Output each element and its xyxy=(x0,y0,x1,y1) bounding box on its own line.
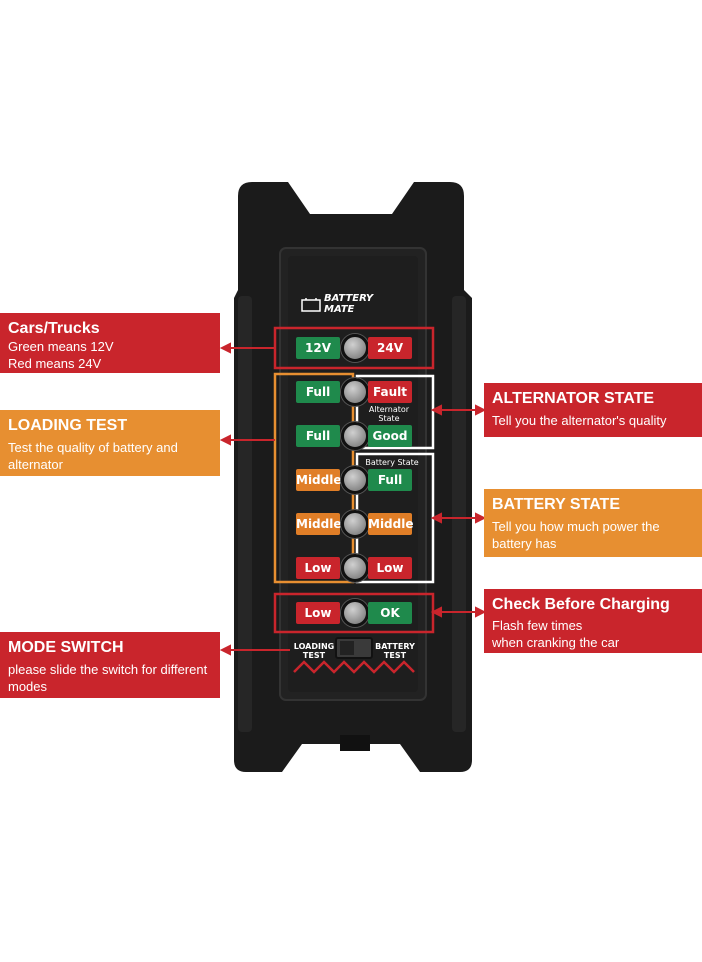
left-grip xyxy=(238,296,252,732)
led-row-2 xyxy=(341,422,369,450)
callout-loading-test: LOADING TEST Test the quality of battery… xyxy=(0,410,220,476)
led-full-label-1: Full xyxy=(296,381,340,403)
callout-alternator-desc: Tell you the alternator's quality xyxy=(492,413,667,428)
led-12v-label: 12V xyxy=(296,337,340,359)
switch-battery-test-label: BATTERY TEST xyxy=(375,642,415,660)
led-low-label-1: Low xyxy=(296,557,340,579)
switch-knob[interactable] xyxy=(340,641,354,655)
led-24v-label: 24V xyxy=(368,337,412,359)
led-battery-full-label: Full xyxy=(368,469,412,491)
callout-battery-title: BATTERY STATE xyxy=(492,496,620,513)
led-row-1 xyxy=(341,378,369,406)
callout-alternator-title: ALTERNATOR STATE xyxy=(492,390,655,407)
callout-cars-line1: Green means 12V xyxy=(8,339,114,354)
led-battery-low-label: Low xyxy=(368,557,412,579)
led-row-3 xyxy=(341,466,369,494)
callout-charging-line1: Flash few times xyxy=(492,618,583,633)
led-charge-ok-label: OK xyxy=(368,602,412,624)
brand-line-1: BATTERY xyxy=(324,293,374,304)
led-charge-low-label: Low xyxy=(296,602,340,624)
alternator-highlight-frame xyxy=(355,374,435,450)
callout-arrows xyxy=(219,342,487,656)
callout-mode-switch: MODE SWITCH please slide the switch for … xyxy=(0,632,220,698)
callout-mode-desc: please slide the switch for different mo… xyxy=(8,662,208,694)
led-row-5 xyxy=(341,554,369,582)
alternator-state-label: Alternator State xyxy=(368,405,410,423)
callout-loading-desc: Test the quality of battery and alternat… xyxy=(8,440,178,472)
led-row-4 xyxy=(341,510,369,538)
led-fault-label: Fault xyxy=(368,381,412,403)
bottom-tab xyxy=(340,735,370,751)
switch-loading-test-label: LOADING TEST xyxy=(293,642,335,660)
led-middle-label-2: Middle xyxy=(296,513,342,535)
callout-alternator-state: ALTERNATOR STATE Tell you the alternator… xyxy=(484,383,702,437)
callout-battery-state: BATTERY STATE Tell you how much power th… xyxy=(484,489,702,557)
callout-battery-desc: Tell you how much power the battery has xyxy=(492,519,660,551)
led-good-label: Good xyxy=(368,425,412,447)
led-battery-middle-label: Middle xyxy=(368,513,414,535)
callout-cars-trucks: Cars/Trucks Green means 12V Red means 24… xyxy=(0,313,220,373)
callout-check-before-charging: Check Before Charging Flash few times wh… xyxy=(484,589,702,653)
battery-logo-icon xyxy=(301,298,321,312)
callout-mode-title: MODE SWITCH xyxy=(8,639,124,656)
callout-cars-title: Cars/Trucks xyxy=(8,320,100,337)
led-voltage xyxy=(341,334,369,362)
led-full-label-2: Full xyxy=(296,425,340,447)
callout-cars-line2: Red means 24V xyxy=(8,356,102,371)
led-charge xyxy=(341,599,369,627)
callout-charging-title: Check Before Charging xyxy=(492,596,670,613)
callout-loading-title: LOADING TEST xyxy=(8,417,128,434)
zigzag-decoration xyxy=(293,660,415,674)
led-middle-label-1: Middle xyxy=(296,469,342,491)
callout-charging-line2: when cranking the car xyxy=(492,635,620,650)
brand-line-2: MATE xyxy=(324,304,355,315)
right-grip xyxy=(452,296,466,732)
battery-state-label: Battery State xyxy=(365,458,419,467)
